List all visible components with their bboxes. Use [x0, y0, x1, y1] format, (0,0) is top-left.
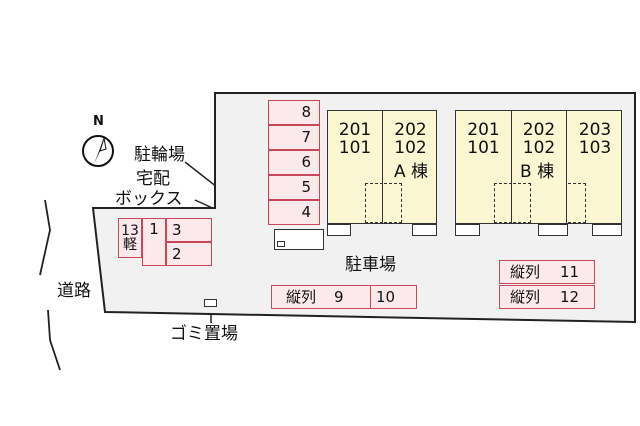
- unit-a-1-lower: 101: [338, 138, 372, 158]
- stair-a-left: [365, 183, 383, 223]
- road-edge-left-lower: [47, 309, 61, 371]
- bike-slot: 8: [268, 100, 320, 125]
- bicycle-parking-label: 駐輪場: [134, 145, 185, 165]
- parking-slot-11-number: 11: [560, 262, 580, 281]
- unit-a-2: 202 102: [383, 111, 438, 223]
- delivery-box: [274, 229, 324, 250]
- parking-slot-2: 2: [166, 242, 212, 266]
- stair-a-right: [384, 183, 402, 223]
- unit-a-2-upper: 202: [394, 120, 427, 140]
- unit-b-1-lower: 101: [467, 138, 500, 158]
- delivery-box-label-line1: 宅配: [136, 169, 170, 189]
- parking-slot-12: 縦列 12: [499, 285, 595, 309]
- building-b-step-center: [538, 224, 568, 236]
- building-a-step-right: [412, 224, 437, 236]
- parking-slot-13-number: 13: [121, 223, 139, 239]
- building-b-name: B 棟: [520, 162, 555, 182]
- building-b-step-right: [592, 224, 622, 236]
- delivery-box-marker: [277, 241, 285, 247]
- unit-b-3-lower: 103: [578, 138, 612, 158]
- unit-b-2-lower: 102: [522, 138, 556, 158]
- unit-a-2-lower: 102: [394, 138, 427, 158]
- parking-slot-9: 縦列 9: [271, 285, 371, 309]
- bike-slot: 4: [268, 200, 320, 225]
- road-label: 道路: [57, 281, 91, 301]
- garbage-area-marker: [204, 299, 217, 307]
- stair-b-right: [568, 183, 586, 223]
- unit-b-1-upper: 201: [467, 120, 500, 140]
- parking-slot-11: 縦列 11: [499, 260, 595, 284]
- parking-slot-10: 10: [370, 285, 417, 309]
- unit-b-1: 201 101: [456, 111, 512, 223]
- parking-slot-1: 1: [142, 218, 166, 266]
- parking-slot-11-label: 縦列: [510, 262, 541, 281]
- building-b: 201 101 202 102 203 103 B 棟: [455, 110, 622, 224]
- unit-a-1-upper: 201: [338, 120, 372, 140]
- unit-b-2-upper: 202: [522, 120, 556, 140]
- stair-b-left: [494, 183, 512, 223]
- north-label: N: [93, 114, 104, 129]
- parking-slot-12-number: 12: [560, 287, 580, 306]
- bike-slot: 5: [268, 175, 320, 200]
- unit-b-2: 202 102: [512, 111, 567, 223]
- parking-slot-9-label: 縦列: [286, 287, 317, 306]
- building-a: 201 101 202 102 A 棟: [327, 110, 437, 224]
- stair-b-center: [513, 183, 531, 223]
- delivery-box-label-line2: ボックス: [115, 189, 183, 209]
- parking-label: 駐車場: [345, 255, 396, 275]
- garbage-area-label: ゴミ置場: [170, 324, 238, 344]
- parking-slot-12-label: 縦列: [510, 287, 541, 306]
- parking-slot-13-kei: 軽: [123, 237, 137, 253]
- building-b-step-left: [455, 224, 480, 236]
- building-a-step-left: [327, 224, 351, 236]
- road-edge-left-upper: [39, 199, 51, 276]
- parking-slot-13: 13 軽: [118, 218, 142, 258]
- bicycle-parking: 8 7 6 5 4: [268, 100, 320, 226]
- bike-slot: 7: [268, 125, 320, 150]
- unit-b-3: 203 103: [567, 111, 623, 223]
- building-a-name: A 棟: [394, 162, 429, 182]
- parking-slot-9-number: 9: [334, 287, 344, 306]
- unit-b-3-upper: 203: [578, 120, 612, 140]
- bike-slot: 6: [268, 150, 320, 175]
- parking-slot-3: 3: [166, 218, 212, 242]
- north-arrow-icon: [82, 135, 114, 167]
- unit-a-1: 201 101: [328, 111, 383, 223]
